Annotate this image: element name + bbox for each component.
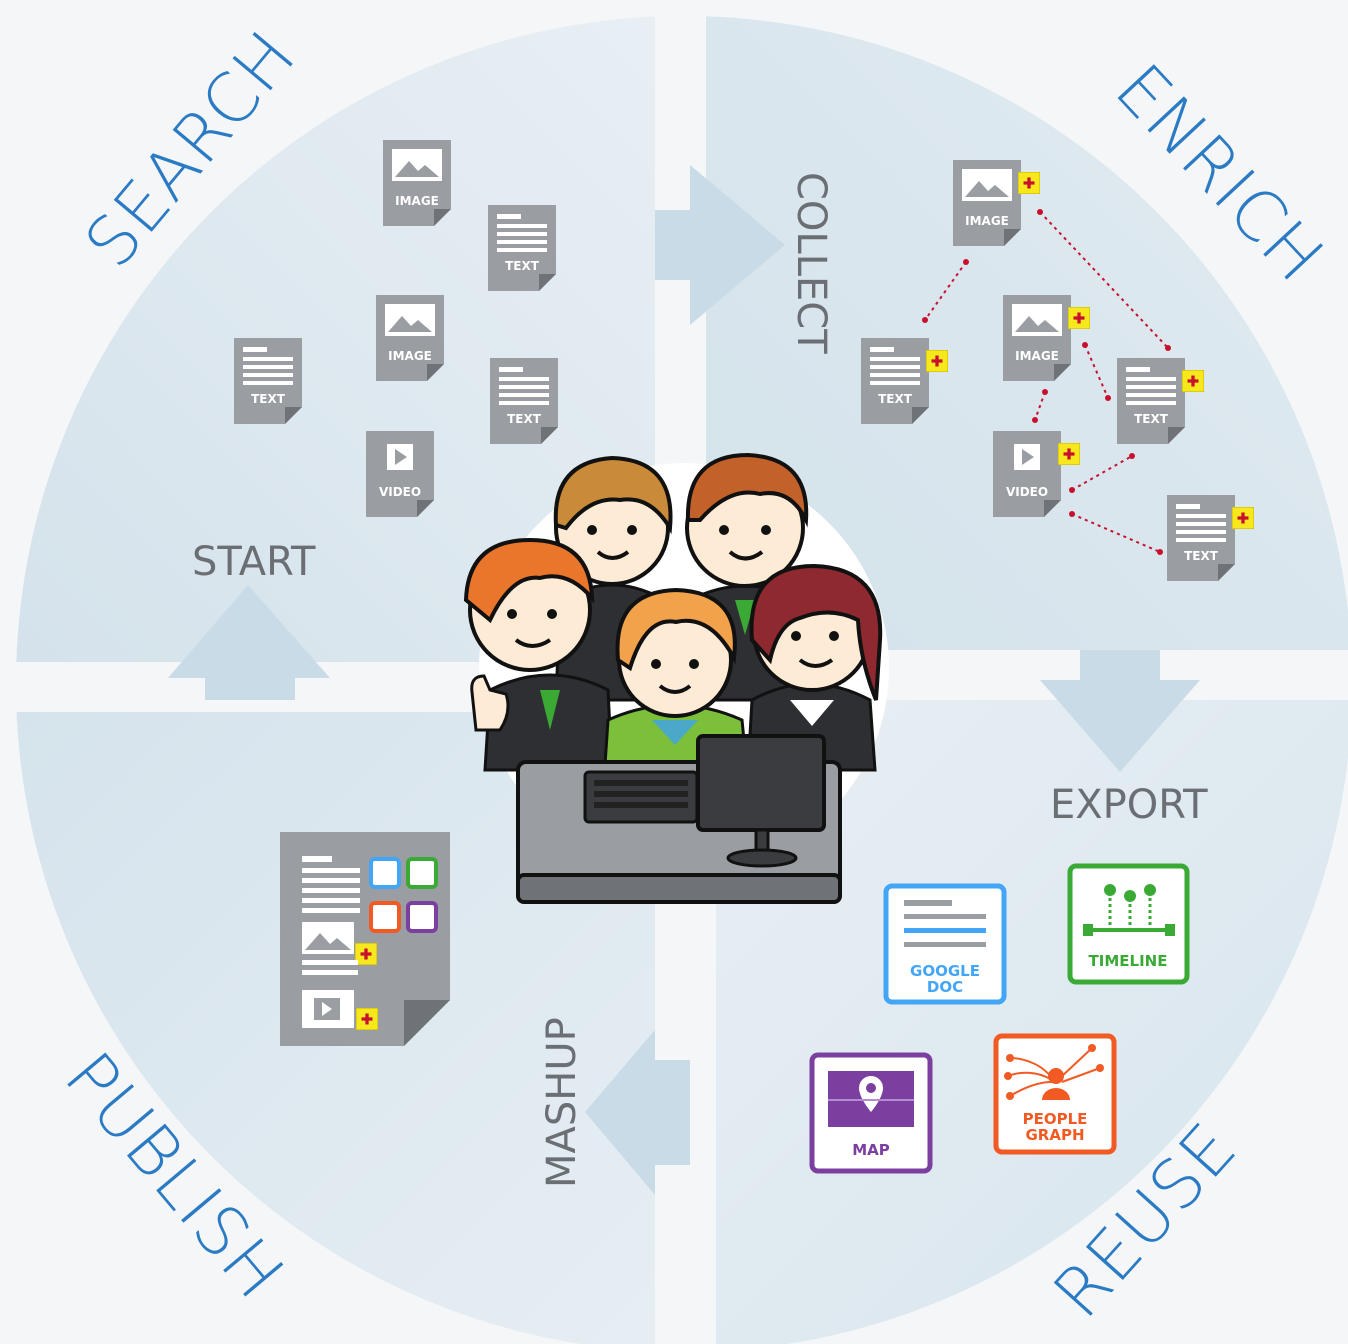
publish-mashup-document — [280, 832, 450, 1046]
search-doc-image-1: IMAGE — [383, 140, 451, 226]
arrow-mashup — [585, 1030, 690, 1195]
doc-type-label: TEXT — [251, 392, 286, 406]
plus-badge-icon — [1018, 172, 1040, 194]
enrich-doc-text-1: TEXT — [861, 338, 948, 424]
step-label-mashup: MASHUP — [539, 1017, 585, 1188]
doc-type-label: IMAGE — [1015, 349, 1059, 363]
plus-badge-icon — [1182, 370, 1204, 392]
arrow-export — [1040, 650, 1200, 772]
video-icon — [302, 990, 354, 1028]
enrich-links — [924, 211, 1169, 553]
doc-type-label: IMAGE — [388, 349, 432, 363]
map-pin-icon — [859, 1076, 883, 1112]
enrich-doc-text-2: TEXT — [1117, 358, 1204, 444]
enrich-doc-image-1: IMAGE — [953, 160, 1040, 246]
doc-type-label: TEXT — [1134, 412, 1169, 426]
doc-type-label: VIDEO — [379, 485, 421, 499]
doc-type-label: TEXT — [1184, 549, 1219, 563]
enrich-doc-video-1: VIDEO — [993, 431, 1080, 517]
arrow-collect — [655, 165, 785, 325]
thumbs-up-icon — [470, 674, 510, 732]
tool-google-doc: GOOGLE DOC — [883, 883, 1007, 1005]
person-right — [746, 563, 883, 772]
step-label-collect: COLLECT — [788, 172, 834, 354]
tool-timeline: TIMELINE — [1067, 863, 1190, 985]
search-doc-image-2: IMAGE — [376, 295, 444, 381]
tool-map: MAP — [809, 1052, 933, 1174]
plus-badge-icon — [355, 943, 377, 965]
image-icon — [302, 922, 354, 954]
step-label-start: START — [192, 539, 316, 585]
plus-badge-icon — [356, 1008, 378, 1030]
search-doc-text-3: TEXT — [490, 358, 558, 444]
tool-label-timeline: TIMELINE — [1089, 952, 1168, 970]
search-doc-text-2: TEXT — [234, 338, 302, 424]
tool-label-people-graph-line2: GRAPH — [1025, 1126, 1084, 1144]
plus-badge-icon — [1058, 443, 1080, 465]
tool-label-google-doc-line1: GOOGLE — [910, 962, 980, 980]
enrich-doc-image-2: IMAGE — [1003, 295, 1090, 381]
doc-type-label: TEXT — [507, 412, 542, 426]
plus-badge-icon — [1232, 507, 1254, 529]
tool-label-google-doc-line2: DOC — [927, 978, 963, 996]
step-label-export: EXPORT — [1050, 782, 1208, 828]
monitor-icon — [696, 734, 826, 868]
search-doc-video-1: VIDEO — [366, 431, 434, 517]
team-illustration — [463, 452, 889, 904]
search-doc-text-1: TEXT — [488, 205, 556, 291]
tool-label-map: MAP — [852, 1141, 890, 1159]
enrich-link-ends — [922, 209, 1171, 555]
arrow-start — [168, 585, 330, 700]
plus-badge-icon — [926, 350, 948, 372]
doc-type-label: VIDEO — [1006, 485, 1048, 499]
tool-people-graph: PEOPLE GRAPH — [993, 1033, 1117, 1155]
doc-type-label: IMAGE — [965, 214, 1009, 228]
enrich-doc-text-3: TEXT — [1167, 495, 1254, 581]
plus-badge-icon — [1068, 307, 1090, 329]
tool-label-people-graph-line1: PEOPLE — [1023, 1110, 1088, 1128]
doc-type-label: TEXT — [878, 392, 913, 406]
doc-type-label: IMAGE — [395, 194, 439, 208]
person-left — [463, 537, 614, 772]
keyboard-icon — [583, 770, 699, 824]
person-icon — [1042, 1068, 1070, 1100]
doc-type-label: TEXT — [505, 259, 540, 273]
